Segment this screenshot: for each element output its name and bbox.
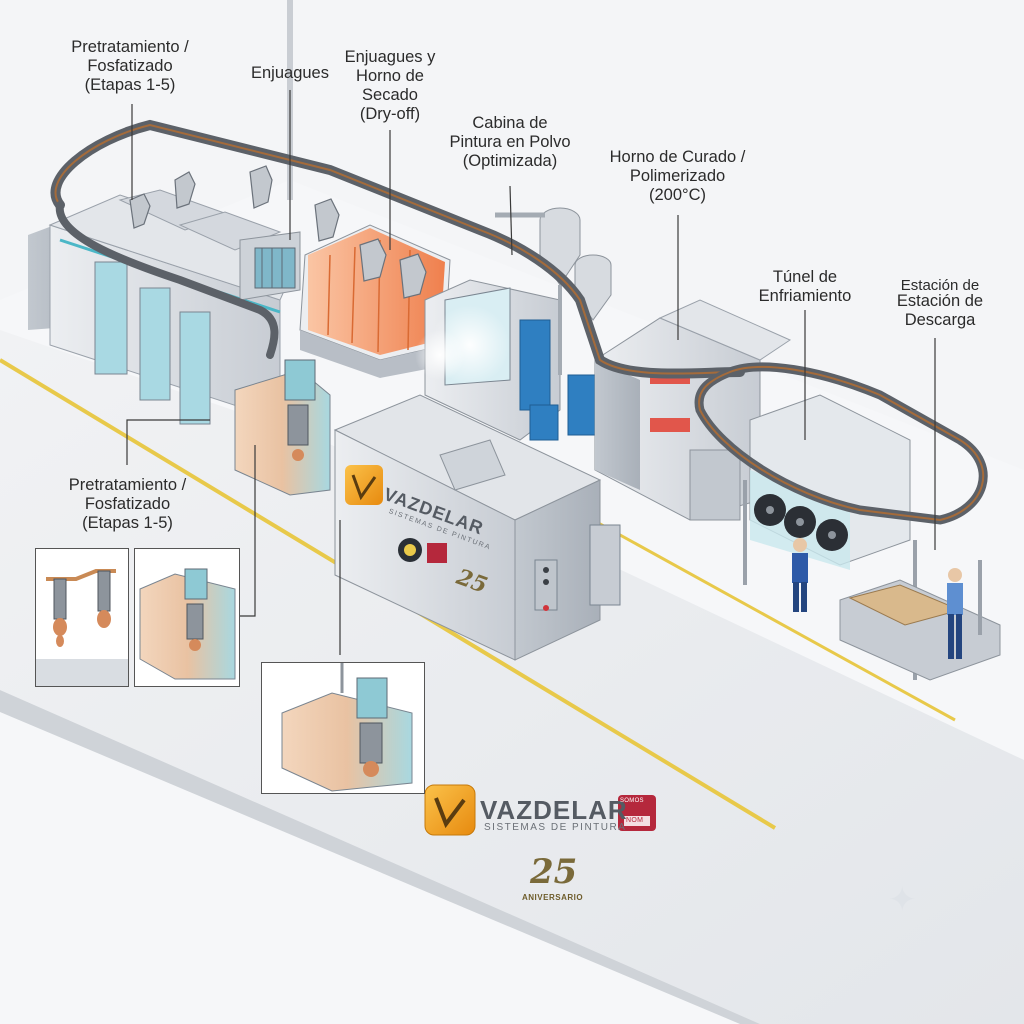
label-unload-station-line1: Estación de	[900, 277, 980, 294]
label-unload-station: Estación de Descarga	[896, 292, 984, 329]
tank-detail	[139, 568, 236, 680]
label-curing-oven: Horno de Curado / Polimerizado (200°C)	[609, 148, 746, 204]
worker-left	[792, 538, 808, 612]
company-logo-mark	[424, 784, 476, 836]
label-rinses: Enjuagues	[251, 64, 329, 82]
certification-badge	[618, 795, 656, 831]
overhead-conveyor	[50, 119, 988, 525]
sparkle-icon: ✦	[888, 881, 917, 919]
company-tagline: SISTEMAS DE PINTURA	[484, 822, 627, 833]
cooling-fan-3	[816, 519, 848, 551]
cooling-tunnel	[743, 394, 917, 680]
machine-brand-logo	[345, 465, 383, 505]
worker-right	[947, 568, 963, 659]
pretreatment-tank-unit	[234, 359, 331, 496]
pretreatment-stages	[28, 189, 301, 425]
cooling-fan-2	[784, 506, 816, 538]
machine-badges	[398, 538, 447, 563]
anniversary-number: 25	[530, 852, 578, 892]
certification-badge-small: NOM	[626, 817, 644, 824]
label-pretreatment-bottom: Pretratamiento / Fosfatizado (Etapas 1-5…	[68, 476, 187, 532]
inset-spray-nozzles	[35, 548, 129, 687]
label-powder-booth: Cabina de Pintura en Polvo (Optimizada)	[449, 114, 571, 170]
anniversary-text: ANIVERSARIO	[522, 893, 584, 902]
label-cooling-tunnel: Túnel de Enfriamiento	[758, 268, 852, 305]
label-pretreatment-top: Pretratamiento / Fosfatizado (Etapas 1-5…	[71, 38, 189, 94]
spray-nozzle-detail	[36, 569, 128, 686]
rinse-units	[239, 231, 301, 301]
inset-tank-detail	[134, 548, 240, 687]
certification-badge-text: SOMOS	[620, 798, 644, 804]
hanging-parts	[129, 165, 427, 299]
enlarged-tank-detail	[281, 663, 413, 792]
callout-lines	[126, 90, 936, 655]
company-name: VAZDELAR	[480, 795, 628, 825]
cooling-fan-1	[754, 494, 786, 526]
inset-enlarged-tank	[261, 662, 425, 794]
label-rinses-dryoff: Enjuagues y Horno de Secado (Dry-off)	[344, 48, 436, 123]
